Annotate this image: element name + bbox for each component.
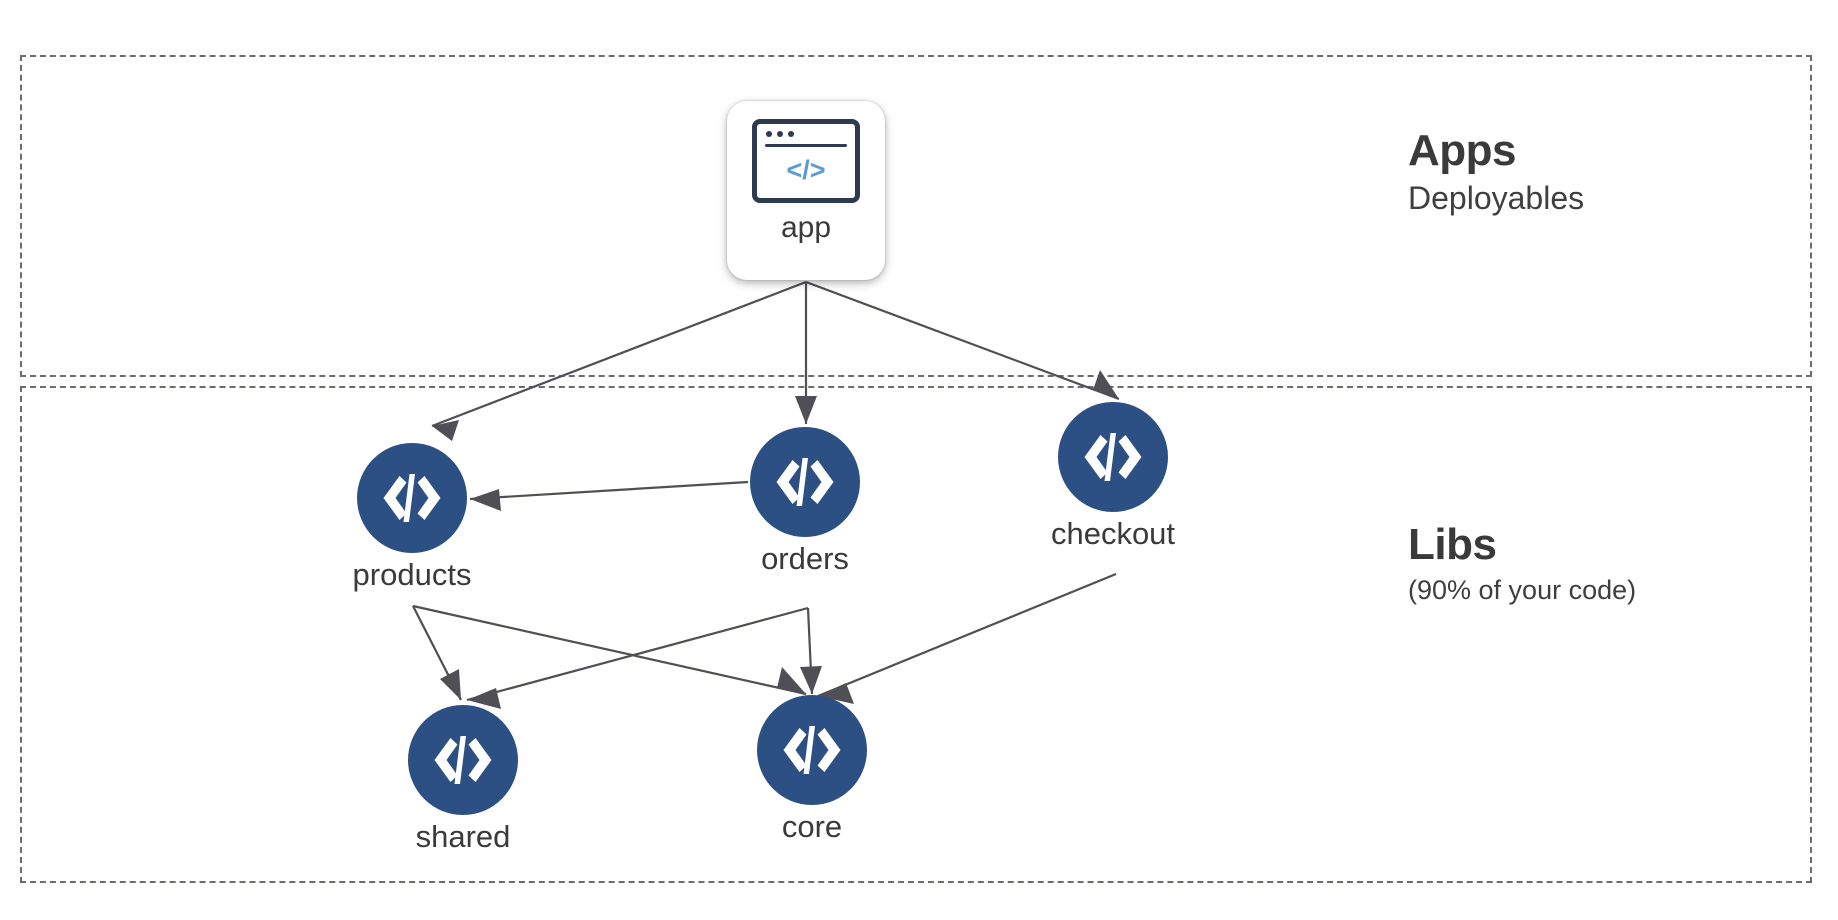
zone-libs-subtitle: (90% of your code) (1408, 575, 1637, 606)
zone-apps-subtitle: Deployables (1408, 180, 1585, 217)
zone-libs-title: Libs (1408, 520, 1497, 569)
zone-apps-title: Apps (1408, 126, 1517, 175)
node-products-label: products (352, 557, 472, 592)
edge-products-to-shared (412, 605, 462, 701)
edge-orders-to-products (469, 480, 749, 511)
edge-orders-to-core (800, 607, 822, 695)
code-brackets-icon (1058, 402, 1168, 512)
zone-apps-caption: Apps Deployables (1408, 126, 1585, 218)
window-dots-icon (766, 131, 794, 137)
code-brackets-icon (750, 427, 860, 537)
node-checkout[interactable]: checkout (1051, 402, 1175, 549)
node-shared-label: shared (415, 819, 511, 854)
edge-products-to-core (412, 604, 807, 696)
window-title-rule (765, 144, 847, 147)
node-app[interactable]: </> app (727, 101, 885, 280)
zone-libs-caption: Libs (90% of your code) (1408, 520, 1637, 608)
code-brackets-icon (757, 695, 867, 805)
edge-app-to-orders (795, 282, 817, 424)
node-app-label: app (780, 211, 832, 244)
code-brackets-glyph: </> (786, 154, 826, 185)
node-orders[interactable]: orders (750, 427, 860, 574)
edge-app-to-products (431, 280, 807, 441)
edge-app-to-checkout (805, 280, 1120, 401)
code-brackets-icon (357, 443, 467, 553)
node-orders-label: orders (761, 541, 849, 576)
node-checkout-label: checkout (1050, 516, 1176, 551)
edge-orders-to-shared (466, 606, 809, 709)
edge-checkout-to-core (817, 572, 1117, 704)
node-core[interactable]: core (757, 695, 867, 842)
zone-libs-box (20, 386, 1812, 883)
browser-window-code-icon: </> (752, 119, 860, 203)
node-products[interactable]: products (353, 443, 471, 590)
code-brackets-icon (408, 705, 518, 815)
node-core-label: core (781, 809, 843, 844)
node-shared[interactable]: shared (408, 705, 518, 852)
zone-apps-box (20, 55, 1812, 377)
